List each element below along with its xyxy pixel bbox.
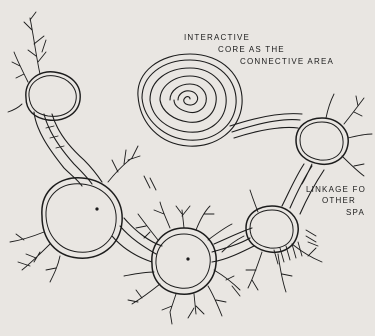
linkage-band-bottom-to-right [212, 228, 254, 262]
linkage-band-middle-to-bottom [112, 218, 162, 262]
core-label-line-3: CONNECTIVE AREA [240, 57, 334, 66]
core-label-line-2: CORE AS THE [218, 45, 285, 54]
space-bottom-right [246, 206, 298, 252]
linkage-hatching [46, 126, 318, 264]
linkage-band-top-to-middle [34, 112, 102, 186]
linkage-label-line-1: LINKAGE FO [306, 185, 366, 194]
linkage-band-core-to-right [230, 114, 302, 138]
interactive-core-spiral [138, 54, 242, 146]
linkage-label-line-2: OTHER [322, 196, 356, 205]
linkage-label-line-3: SPA [346, 208, 365, 217]
space-right [296, 118, 348, 164]
space-bottom-center [152, 228, 216, 294]
space-middle-left [42, 178, 122, 258]
core-label-line-1: INTERACTIVE [184, 33, 250, 42]
